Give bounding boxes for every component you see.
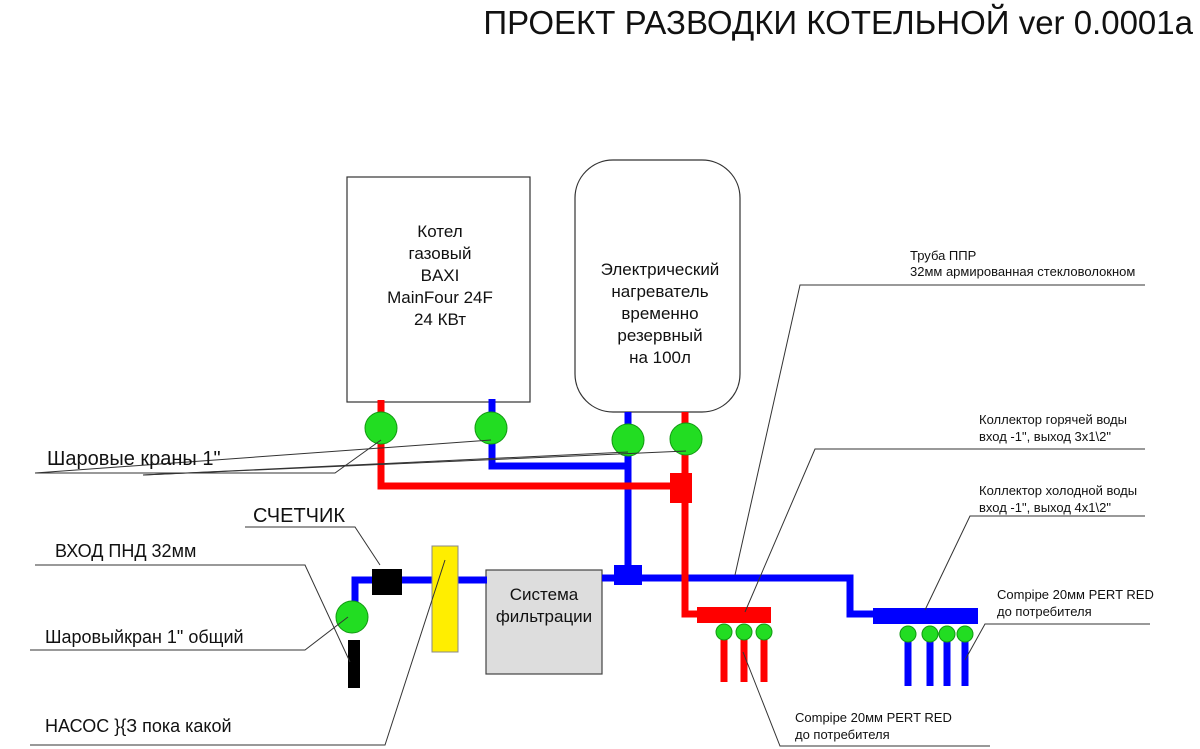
valve-hot-out-1	[715, 623, 733, 641]
boiler-label-4: MainFour 24F	[387, 288, 493, 307]
diagram-title: ПРОЕКТ РАЗВОДКИ КОТЕЛЬНОЙ ver 0.0001a	[483, 4, 1193, 41]
valve-hot-out-2	[735, 623, 753, 641]
boiler-label-5: 24 КВт	[414, 310, 466, 329]
ball-valves	[335, 411, 974, 643]
boiler-label-1: Котел	[417, 222, 462, 241]
valve-boiler-cold	[474, 411, 508, 445]
electric-heater: Электрический нагреватель временно резер…	[574, 159, 741, 413]
pump	[431, 545, 459, 653]
label-inlet: ВХОД ПНД 32мм	[55, 541, 196, 561]
label-compipe-hot-2: до потребителя	[795, 727, 890, 742]
valve-cold-out-1	[899, 625, 917, 643]
valve-hot-out-3	[755, 623, 773, 641]
label-main-valve: Шаровыйкран 1" общий	[45, 627, 244, 647]
valve-heater-cold	[611, 423, 645, 457]
cold-collector	[873, 608, 978, 624]
cold-pipes	[351, 399, 969, 686]
heater-label-2: нагреватель	[611, 282, 708, 301]
gas-boiler: Котел газовый BAXI MainFour 24F 24 КВт	[346, 176, 531, 403]
valve-heater-hot	[669, 422, 703, 456]
hot-tee	[670, 473, 692, 503]
valve-cold-out-4	[956, 625, 974, 643]
leader-lines	[30, 284, 1150, 747]
boiler-label-3: BAXI	[421, 266, 460, 285]
label-ball-valves: Шаровые краны 1"	[47, 448, 221, 470]
cold-tee	[614, 565, 642, 585]
heater-label-3: временно	[621, 304, 698, 323]
heater-label-5: на 100л	[629, 348, 691, 367]
label-compipe-cold-1: Compipe 20мм PERT RED	[997, 587, 1154, 602]
inlet-pipe	[348, 640, 360, 688]
filter-label-1: Система	[510, 585, 579, 604]
label-pipe-1: Труба ППР	[910, 248, 976, 263]
filter-label-2: фильтрации	[496, 607, 592, 626]
label-pipe-2: 32мм армированная стекловолокном	[910, 264, 1135, 279]
heater-label-1: Электрический	[601, 260, 720, 279]
filter-system: Система фильтрации	[485, 569, 603, 675]
label-cold-collector-2: вход -1", выход 4х1\2"	[979, 500, 1111, 515]
valve-cold-out-3	[938, 625, 956, 643]
label-compipe-hot-1: Compipe 20мм PERT RED	[795, 710, 952, 725]
label-pump: НАСОС }{З пока какой	[45, 716, 232, 736]
label-compipe-cold-2: до потребителя	[997, 604, 1092, 619]
label-meter: СЧЕТЧИК	[253, 505, 345, 527]
label-hot-collector-1: Коллектор горячей воды	[979, 412, 1127, 427]
valve-cold-out-2	[921, 625, 939, 643]
heater-label-4: резервный	[617, 326, 702, 345]
hot-collector	[697, 607, 771, 623]
label-hot-collector-2: вход -1", выход 3х1\2"	[979, 429, 1111, 444]
boiler-label-2: газовый	[409, 244, 472, 263]
valve-boiler-hot	[364, 411, 398, 445]
water-meter	[372, 569, 402, 595]
label-cold-collector-1: Коллектор холодной воды	[979, 483, 1137, 498]
valve-main	[335, 600, 369, 634]
